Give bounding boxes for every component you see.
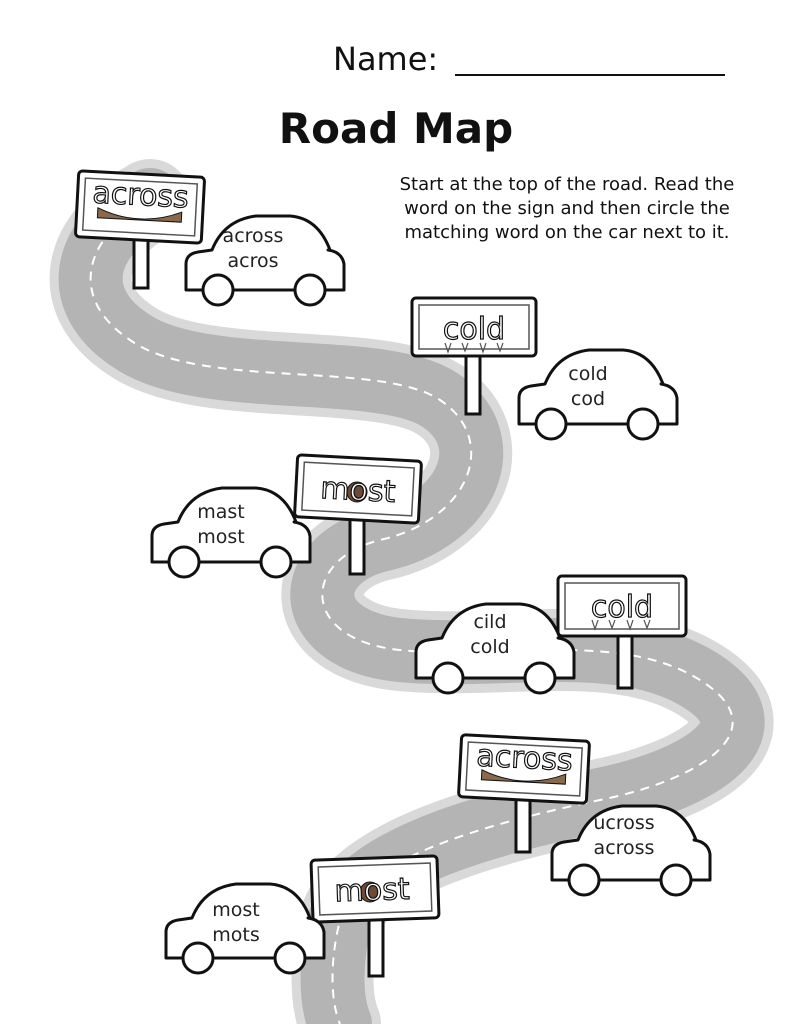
stop-1: across across acros <box>74 169 346 307</box>
stop-5: across ucross across <box>457 733 712 897</box>
stop-4: cold cild cold <box>414 574 688 695</box>
car: across acros <box>184 214 346 307</box>
sign-word: across <box>92 176 190 216</box>
sign-post <box>616 628 634 690</box>
car-word-option[interactable]: mast <box>197 501 245 523</box>
sign-word: across <box>476 739 574 779</box>
stop-3: most mast most <box>150 453 423 579</box>
lane-markings <box>89 199 734 1024</box>
page-title: Road Map <box>278 104 514 153</box>
bridge-icon <box>480 769 567 785</box>
car: most mots <box>164 882 326 975</box>
car-word-option[interactable]: acros <box>227 250 278 272</box>
car-word-option[interactable]: across <box>594 837 655 859</box>
instruction-line: Start at the top of the road. Read the <box>399 174 735 195</box>
car-word-option[interactable]: cold <box>470 636 509 658</box>
car: cold cod <box>517 348 679 441</box>
icicles-icon <box>591 619 651 631</box>
car-word-option[interactable]: across <box>223 225 284 247</box>
sign-post <box>464 348 482 416</box>
car-word-option[interactable]: mots <box>212 924 259 946</box>
sign-post <box>514 792 532 854</box>
sign-post <box>367 912 385 978</box>
sign-post <box>348 514 366 576</box>
car: ucross across <box>550 804 712 897</box>
car-word-option[interactable]: ucross <box>593 812 654 834</box>
sign-word: cold <box>443 312 505 347</box>
sign-word: most <box>320 471 397 510</box>
sign-word: most <box>334 872 410 910</box>
car-word-option[interactable]: cold <box>568 363 607 385</box>
instructions: Start at the top of the road. Read the w… <box>372 173 762 245</box>
instruction-line: matching word on the car next to it. <box>404 222 730 243</box>
car-word-option[interactable]: cod <box>571 388 605 410</box>
stop-6: most most mots <box>164 854 441 978</box>
cookie-icon <box>359 881 381 903</box>
car-word-option[interactable]: cild <box>473 611 506 633</box>
cookie-icon <box>346 481 368 503</box>
sign-post <box>132 234 150 290</box>
sign-word: cold <box>591 590 653 625</box>
icicles-icon <box>444 342 504 354</box>
bridge-icon <box>96 207 183 223</box>
name-blank-line[interactable] <box>455 74 725 76</box>
name-label: Name: <box>333 40 439 78</box>
car-word-option[interactable]: most <box>212 899 259 921</box>
car: cild cold <box>414 602 576 695</box>
car-word-option[interactable]: most <box>197 526 244 548</box>
stop-2: cold cold cod <box>410 296 679 441</box>
car: mast most <box>150 486 312 579</box>
instruction-line: word on the sign and then circle the <box>404 198 730 219</box>
